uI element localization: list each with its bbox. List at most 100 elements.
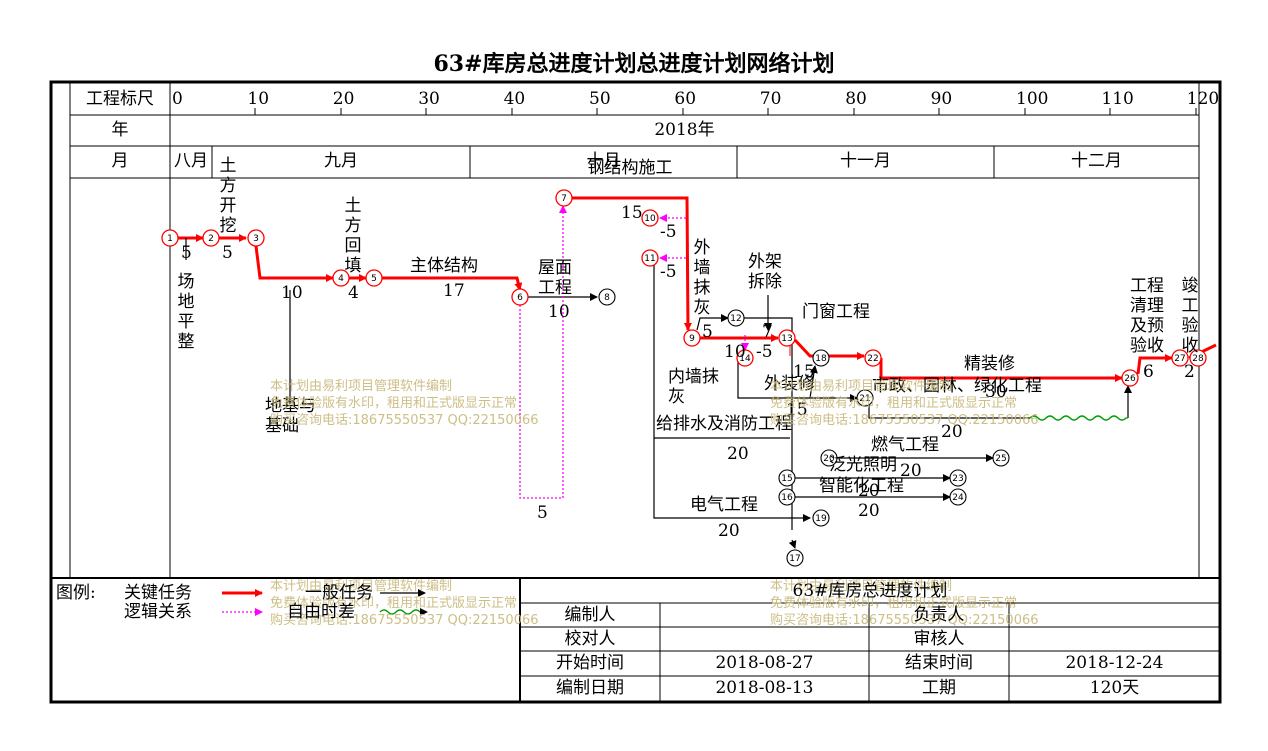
reviewer-label: 审核人 — [913, 629, 965, 649]
year-label: 年 — [111, 120, 129, 140]
scale-tick-label: 70 — [759, 89, 782, 109]
svg-text:26: 26 — [1124, 374, 1136, 384]
svg-text:17: 17 — [789, 554, 800, 564]
svg-text:2: 2 — [208, 234, 214, 244]
watermark: 本计划由易利项目管理软件编制免费体验版有水印，租用和正式版显示正常购买咨询电话:… — [770, 379, 1039, 428]
task-ext-wall-label: 外墙抹灰 — [693, 238, 711, 318]
task-int-wall-label: 内墙抹灰 — [668, 367, 719, 407]
svg-text:21: 21 — [859, 394, 870, 404]
date-value: 2018-08-13 — [715, 678, 814, 698]
end-label: 结束时间 — [905, 653, 973, 673]
watermark: 本计划由易利项目管理软件编制免费体验版有水印，租用和正式版显示正常购买咨询电话:… — [770, 579, 1039, 628]
task-backfill-label: 土方回填 — [344, 196, 362, 276]
task-fine-dur: 30 — [985, 382, 1007, 402]
task-accept-label: 竣工验收 — [1181, 276, 1199, 356]
svg-text:23: 23 — [952, 474, 963, 484]
month-aug: 八月 — [174, 151, 208, 171]
watermark: 本计划由易利项目管理软件编制免费体验版有水印，租用和正式版显示正常购买咨询电话:… — [270, 579, 539, 628]
task-light-label: 泛光照明 — [829, 455, 897, 475]
task-light-dur: 20 — [900, 461, 922, 481]
svg-text:8: 8 — [604, 293, 610, 303]
task-ext-deco-label: 外装修 — [764, 374, 815, 394]
task-main-dur: 17 — [443, 281, 465, 301]
task-steel-dur: 15 — [621, 203, 643, 223]
logic-neg2-dur: -5 — [660, 262, 677, 282]
scale-tick-label: 90 — [930, 89, 953, 109]
scale-tick-label: 20 — [332, 89, 355, 109]
scale-ticks — [169, 108, 1197, 115]
task-elec-dur: 20 — [718, 521, 740, 541]
scale-tick-label: 60 — [674, 89, 697, 109]
scale-tick-label: 120 — [1186, 89, 1220, 109]
svg-text:4: 4 — [338, 274, 344, 284]
checker-label: 校对人 — [564, 629, 616, 649]
legend-logic: 逻辑关系 — [124, 602, 192, 622]
task-roof-label: 屋面工程 — [538, 258, 572, 298]
svg-text:22: 22 — [867, 354, 878, 364]
task-roof-dur: 10 — [548, 302, 570, 322]
task-elec-label: 电气工程 — [690, 495, 758, 515]
scale-tick-label: 30 — [418, 89, 440, 109]
svg-text:1: 1 — [167, 234, 173, 244]
editor-label: 编制人 — [564, 605, 616, 625]
svg-text:19: 19 — [815, 514, 827, 524]
task-municipal-dur: 20 — [941, 422, 963, 442]
month-nov: 十一月 — [840, 151, 891, 171]
svg-text:13: 13 — [781, 334, 792, 344]
logic-neg1-dur: -5 — [660, 222, 677, 242]
svg-text:10: 10 — [644, 214, 656, 224]
task-int-wall-dur: 10 — [724, 342, 746, 362]
month-oct: 十月 — [586, 151, 621, 171]
task-plumb-dur: 20 — [727, 444, 749, 464]
task-foundation-dur: 10 — [281, 283, 303, 303]
svg-text:9: 9 — [689, 334, 695, 344]
svg-text:24: 24 — [952, 493, 964, 503]
task-ext-wall-dur: 5 — [702, 322, 713, 342]
svg-text:6: 6 — [517, 293, 523, 303]
legend-normal: 一般任务 — [305, 583, 373, 603]
svg-text:5: 5 — [371, 274, 377, 284]
scale-tick-label: 40 — [503, 89, 526, 109]
legend-float: 自由时差 — [287, 602, 355, 622]
legend-label: 图例: — [56, 583, 96, 603]
outer-frame — [49, 80, 1222, 704]
scale-label: 工程标尺 — [86, 89, 154, 109]
svg-text:20: 20 — [823, 454, 835, 464]
task-scaffold-label: 外架拆除 — [748, 252, 782, 292]
task-smart-label: 智能化工程 — [819, 476, 904, 496]
month-dec: 十二月 — [1071, 151, 1122, 171]
svg-text:16: 16 — [781, 493, 793, 503]
date-label: 编制日期 — [556, 678, 624, 698]
task-gas-dur: 20 — [858, 501, 880, 521]
scale-tick-label: 50 — [589, 89, 611, 109]
start-label: 开始时间 — [556, 653, 624, 673]
task-earth-dig-dur: 5 — [222, 243, 233, 263]
start-value: 2018-08-27 — [715, 653, 814, 673]
svg-text:28: 28 — [1192, 354, 1204, 364]
task-site-label: 场地平整 — [177, 272, 195, 352]
free-float-wave — [1029, 415, 1128, 421]
owner-label: 负责人 — [913, 605, 965, 625]
period-label: 工期 — [922, 678, 956, 698]
svg-text:18: 18 — [815, 354, 827, 364]
svg-text:12: 12 — [730, 314, 741, 324]
task-foundation-label: 地基与基础 — [265, 396, 316, 436]
logic-neg3-dur: -5 — [756, 342, 773, 362]
svg-text:7: 7 — [561, 194, 567, 204]
legend-critical: 关键任务 — [124, 583, 192, 603]
task-clean-label: 工程清理及预验收 — [1130, 276, 1164, 356]
task-ext-deco-dur: 15 — [786, 400, 808, 420]
logic-links — [519, 205, 749, 499]
info-title: 63#库房总进度计划 — [792, 581, 948, 601]
task-site-dur: 5 — [181, 243, 192, 263]
svg-text:25: 25 — [995, 454, 1006, 464]
scale-tick-label: 10 — [247, 89, 270, 109]
task-municipal-label: 市政、园林、绿化工程 — [872, 376, 1042, 396]
svg-text:11: 11 — [644, 254, 655, 264]
task-smart-dur: 20 — [858, 481, 880, 501]
svg-text:27: 27 — [1174, 354, 1185, 364]
task-door-dur: 15 — [793, 362, 815, 382]
month-label: 月 — [111, 151, 129, 171]
scale-tick-label: 100 — [1016, 89, 1049, 109]
